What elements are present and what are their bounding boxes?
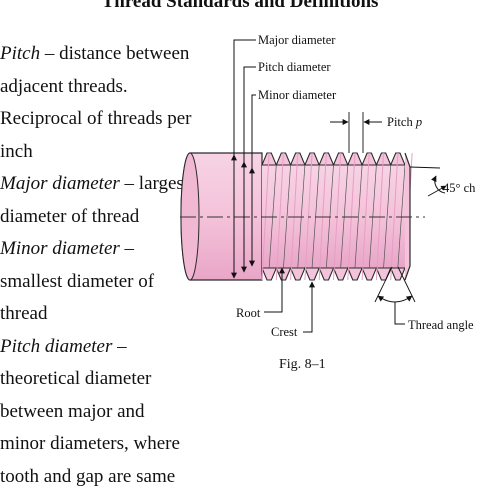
pitch-label-text: Pitch — [387, 115, 416, 129]
thread-diagram: Major diameter Pitch diameter Minor diam… — [0, 0, 480, 480]
pitch-diameter-leader — [244, 67, 256, 162]
thread-angle-leader — [395, 302, 405, 324]
major-diameter-label: Major diameter — [258, 33, 336, 47]
major-diameter-leader — [234, 40, 256, 155]
thread-angle-arc — [378, 296, 412, 302]
root-label: Root — [236, 306, 261, 320]
crest-leader — [303, 282, 312, 332]
thread-angle-label: Thread angle — [408, 318, 474, 332]
pitch-symbol: p — [415, 115, 422, 129]
pitch-diameter-label: Pitch diameter — [258, 60, 331, 74]
chamfer-leader-top — [410, 167, 440, 168]
chamfer-end — [405, 153, 410, 280]
figure-caption: Fig. 8–1 — [279, 357, 326, 372]
minor-diameter-label: Minor diameter — [258, 88, 337, 102]
chamfer-label: 45° ch — [443, 181, 476, 195]
thread-core — [262, 165, 405, 268]
shank-end-face — [181, 153, 199, 280]
pitch-label: Pitch p — [387, 115, 422, 129]
crest-label: Crest — [271, 325, 298, 339]
